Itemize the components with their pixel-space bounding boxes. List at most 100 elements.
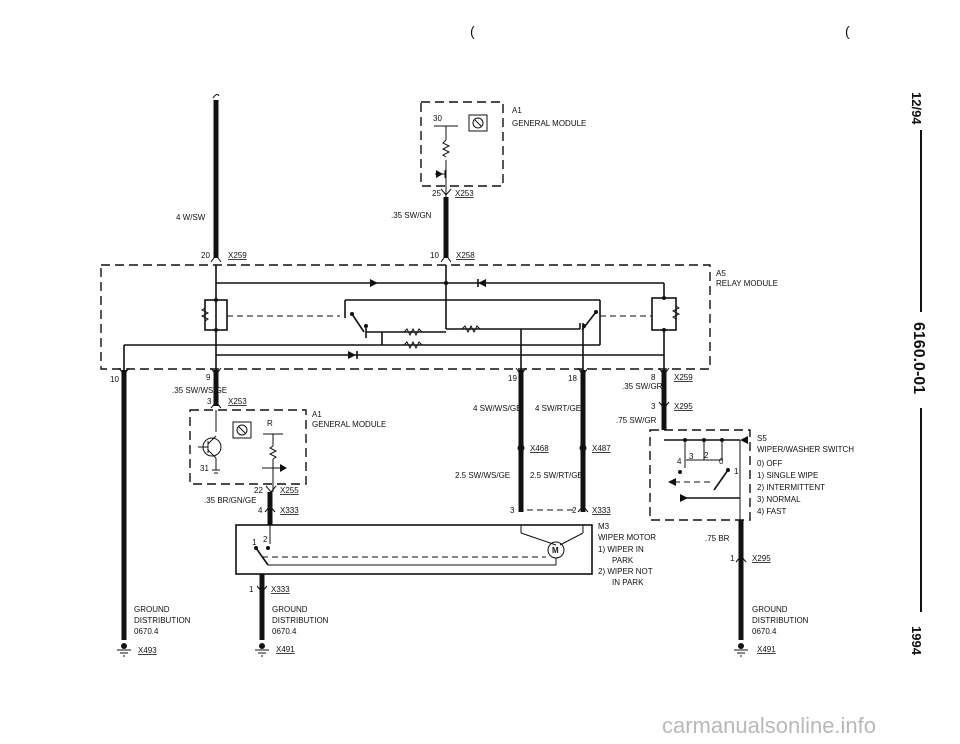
module-name: WIPER/WASHER SWITCH (757, 445, 854, 454)
switch-contact: 1 (734, 467, 739, 476)
doc-number: 6160.0-01 (910, 322, 927, 394)
wire-label: .75 BR (705, 534, 730, 543)
switch-contact: 4 (677, 457, 682, 466)
ground-point: X491 (276, 645, 295, 654)
connector-label: X259 (228, 251, 247, 260)
switch-position: 0) OFF (757, 459, 782, 468)
pin-label: 20 (201, 251, 210, 260)
module-name: WIPER MOTOR (598, 533, 656, 542)
switch-position: 1) SINGLE WIPE (757, 471, 818, 480)
ground-label: DISTRIBUTION (752, 616, 809, 625)
wire-label: .35 SW/GR (622, 382, 663, 391)
relay-contact (351, 313, 365, 333)
resistor-symbol (403, 340, 423, 350)
wire-label: .35 BR/GN/GE (204, 496, 256, 505)
connector-label: X259 (674, 373, 693, 382)
motor-symbol: M (552, 546, 559, 555)
side-margin: 12/94 6160.0-01 1994 (909, 92, 927, 656)
page-year: 1994 (909, 626, 924, 656)
pin-label: 2 (572, 506, 577, 515)
connector-label: X333 (592, 506, 611, 515)
pin-label: R (267, 419, 273, 428)
motor-state: 1) WIPER IN (598, 545, 644, 554)
connector-label: X258 (456, 251, 475, 260)
pin-label: 22 (254, 486, 263, 495)
pin-label: 3 (651, 402, 656, 411)
ground-label: DISTRIBUTION (134, 616, 191, 625)
pin-label: 10 (430, 251, 439, 260)
resistor-symbol (461, 324, 481, 334)
wire-label: 4 SW/RT/GE (535, 404, 581, 413)
ground-label: 0670.4 (272, 627, 297, 636)
pin-label: 10 (110, 375, 119, 384)
ground-left: GROUND DISTRIBUTION 0670.4 X493 (117, 605, 191, 657)
module-outline (649, 429, 751, 521)
ground-icon (117, 649, 131, 657)
pin-label: 1 (730, 554, 735, 563)
splice-icon (579, 444, 587, 452)
relay-coil-right (651, 297, 677, 331)
ground-label: 0670.4 (752, 627, 777, 636)
resistor-symbol (268, 445, 278, 460)
pin-label: 19 (508, 374, 517, 383)
pin-label: 18 (568, 374, 577, 383)
module-name: RELAY MODULE (716, 279, 778, 288)
wire-label: .35 SW/GN (391, 211, 432, 220)
switch-position: 3) NORMAL (757, 495, 801, 504)
connector-label: X295 (674, 402, 693, 411)
module-outline (189, 409, 307, 485)
stray-mark: ( (845, 23, 850, 39)
ground-icon (734, 649, 748, 657)
pin-label: 4 (258, 506, 263, 515)
pin-label: 3 (207, 397, 212, 406)
ground-point: X493 (138, 646, 157, 655)
ground-point: X491 (757, 645, 776, 654)
wire-label: .75 SW/GR (616, 416, 657, 425)
wiper-washer-switch: S5 WIPER/WASHER SWITCH 0) OFF 1) SINGLE … (649, 429, 854, 521)
wiper-motor: M3 WIPER MOTOR 1) WIPER IN PARK 2) WIPER… (235, 522, 656, 587)
ground-label: GROUND (134, 605, 170, 614)
processor-icon (232, 421, 252, 439)
switch-position: 2) INTERMITTENT (757, 483, 825, 492)
pin-label: 9 (206, 373, 211, 382)
motor-state: 2) WIPER NOT (598, 567, 653, 576)
connector-label: X255 (280, 486, 299, 495)
module-label: A1 (312, 410, 322, 419)
module-label: A5 (716, 269, 726, 278)
connector-label: X253 (228, 397, 247, 406)
module-label: A1 (512, 106, 522, 115)
processor-icon (468, 114, 488, 132)
switch-contact: 0 (719, 457, 724, 466)
watermark: carmanualsonline.info (662, 713, 876, 738)
relay-module: A5 RELAY MODULE (100, 264, 778, 370)
ground-center: GROUND DISTRIBUTION 0670.4 X491 (255, 605, 329, 657)
module-label: S5 (757, 434, 767, 443)
resistor-symbol (441, 139, 451, 158)
wire-label: .35 SW/WS/GE (172, 386, 227, 395)
pin-label: 25 (432, 189, 441, 198)
ground-icon (212, 469, 220, 474)
wire-label: 2.5 SW/RT/GE (530, 471, 583, 480)
ground-icon (255, 649, 269, 657)
wire-label: 4 SW/WS/GE (473, 404, 521, 413)
switch-position: 4) FAST (757, 507, 786, 516)
connector-label: X253 (455, 189, 474, 198)
switch-lever (713, 469, 729, 491)
switch-contact: 3 (689, 452, 694, 461)
motor-contact: 1 (252, 538, 257, 547)
wire-label: 2.5 SW/WS/GE (455, 471, 510, 480)
motor-outline (235, 524, 593, 575)
wire-label: 4 W/SW (176, 213, 206, 222)
page-date: 12/94 (909, 92, 924, 125)
pin-label: 30 (433, 114, 442, 123)
module-outline (100, 264, 711, 370)
connector-label: X333 (280, 506, 299, 515)
switch-contact: 2 (704, 451, 709, 460)
ground-label: 0670.4 (134, 627, 159, 636)
connector-label: X295 (752, 554, 771, 563)
module-label: M3 (598, 522, 610, 531)
pin-label: 8 (651, 373, 656, 382)
module-name: GENERAL MODULE (312, 420, 386, 429)
connector-label: X333 (271, 585, 290, 594)
wire-continuation (212, 93, 220, 99)
